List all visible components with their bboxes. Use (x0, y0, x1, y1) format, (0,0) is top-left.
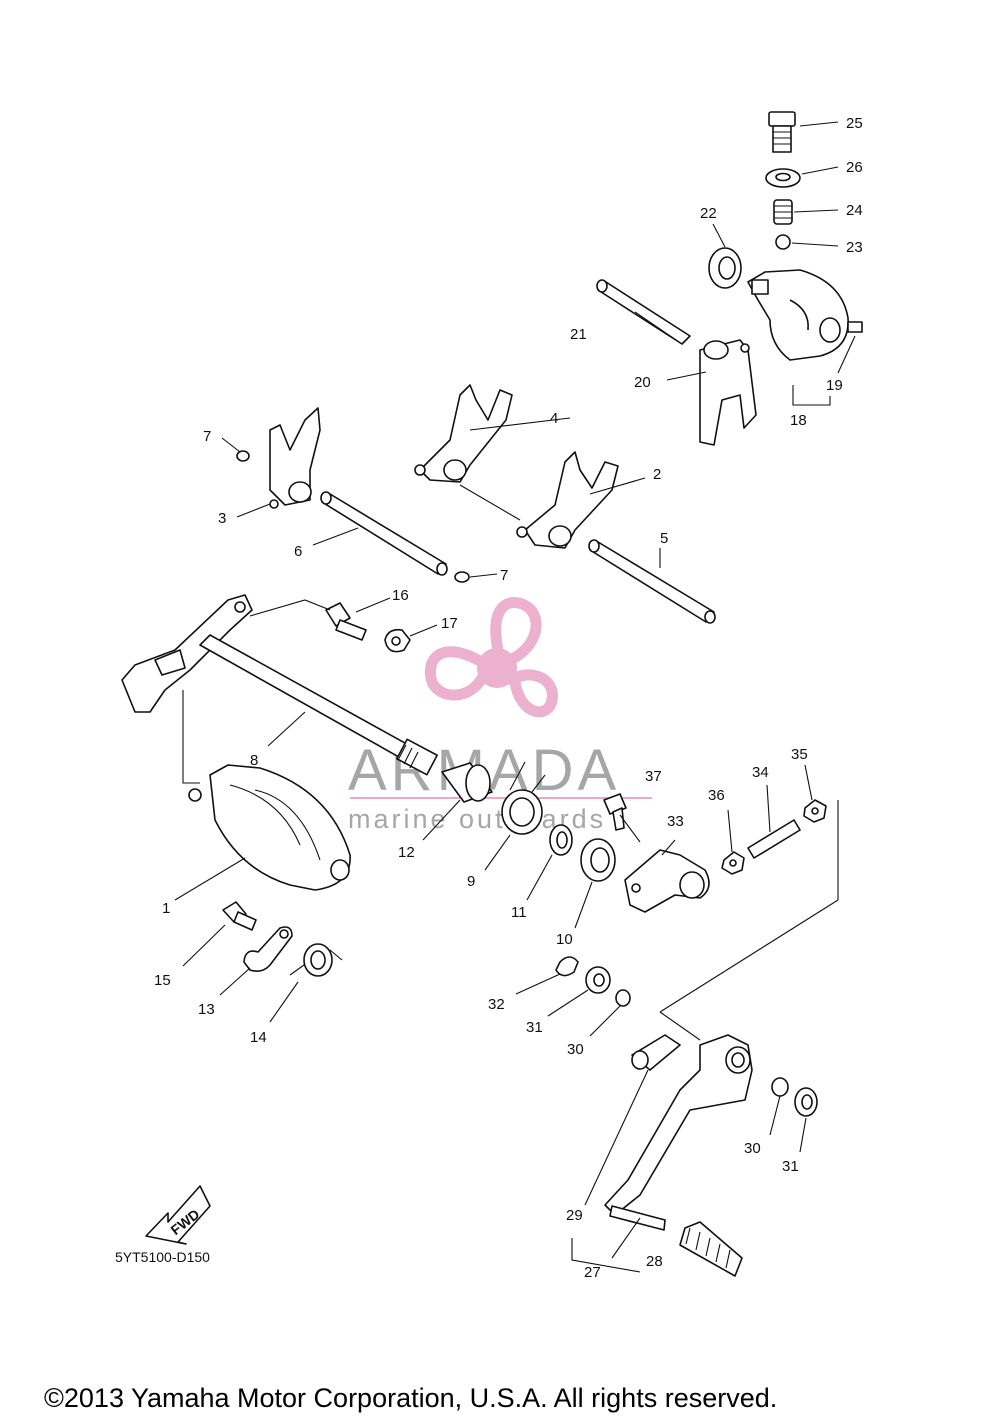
part-5-guide-bar (588, 539, 716, 624)
callout-26: 26 (846, 159, 863, 176)
callout-29: 29 (566, 1207, 583, 1224)
callout-21: 21 (570, 326, 587, 343)
callout-22: 22 (700, 205, 717, 222)
callout-27: 27 (584, 1264, 601, 1281)
part-12-collar (441, 762, 493, 803)
part-18-shift-cam (747, 269, 849, 361)
callout-14: 14 (250, 1029, 267, 1046)
callout-31-lower: 31 (782, 1158, 799, 1175)
part-10-oil-seal (580, 838, 616, 882)
callout-2: 2 (653, 466, 661, 483)
part-33-shift-arm (624, 849, 710, 913)
shift-shaft-plate (121, 594, 253, 713)
part-11-washer (549, 824, 573, 856)
part-35-nut (803, 799, 827, 823)
callout-35: 35 (791, 746, 808, 763)
part-28-pedal-rubber (679, 1221, 743, 1277)
part-26-washer (765, 168, 801, 188)
part-24-spring (773, 199, 793, 225)
callout-37: 37 (645, 768, 662, 785)
diagram-code: 5YT5100-D150 (115, 1249, 210, 1265)
part-15-bolt (222, 901, 257, 931)
callout-9: 9 (467, 873, 475, 890)
callout-33: 33 (667, 813, 684, 830)
part-21-guide-bar (596, 279, 691, 345)
callout-31-upper: 31 (526, 1019, 543, 1036)
callout-10: 10 (556, 931, 573, 948)
callout-24: 24 (846, 202, 863, 219)
callout-19: 19 (826, 377, 843, 394)
part-23-ball (775, 234, 791, 250)
callout-30-lower: 30 (744, 1140, 761, 1157)
watermark-propeller-logo (424, 597, 558, 718)
copyright-notice: ©2013 Yamaha Motor Corporation, U.S.A. A… (44, 1383, 777, 1413)
part-31-washer-lower (794, 1087, 818, 1117)
callout-7-lower: 7 (500, 567, 508, 584)
part-16-bolt (325, 602, 367, 641)
callout-1: 1 (162, 900, 170, 917)
part-20-shift-fork (699, 339, 757, 446)
part-30-o-ring-upper (615, 989, 631, 1007)
part-1-shift-drum (188, 764, 351, 891)
callout-28: 28 (646, 1253, 663, 1270)
part-14-spring (289, 943, 343, 977)
assembly-lines (182, 385, 839, 1273)
callout-6: 6 (294, 543, 302, 560)
callout-12: 12 (398, 844, 415, 861)
part-13-stopper-lever (243, 926, 293, 972)
callout-16: 16 (392, 587, 409, 604)
part-17-stopper (384, 628, 411, 653)
callout-17: 17 (441, 615, 458, 632)
callout-30-upper: 30 (567, 1041, 584, 1058)
callout-3: 3 (218, 510, 226, 527)
part-30-o-ring-lower (771, 1077, 789, 1097)
part-3-shift-fork (269, 407, 321, 509)
leader-lines (174, 121, 856, 1259)
part-6-guide-bar (320, 491, 448, 576)
part-31-washer-upper (585, 966, 611, 994)
part-19-pin (847, 321, 863, 333)
callout-15: 15 (154, 972, 171, 989)
part-37-bolt (603, 793, 627, 831)
callout-23: 23 (846, 239, 863, 256)
callout-7-upper: 7 (203, 428, 211, 445)
part-4-shift-fork (414, 384, 513, 483)
callout-5: 5 (660, 530, 668, 547)
callout-25: 25 (846, 115, 863, 132)
callout-34: 34 (752, 764, 769, 781)
fwd-arrow: FWD (145, 1185, 211, 1245)
part-2-shift-fork (516, 451, 619, 549)
part-25-bolt (768, 111, 796, 153)
part-9-torsion-spring (501, 761, 546, 835)
part-8-shift-shaft (199, 634, 438, 776)
callout-4: 4 (550, 410, 558, 427)
part-29-joint (631, 1034, 681, 1071)
callout-labels: 25 26 24 23 22 19 18 21 20 4 2 7 3 6 7 5… (154, 115, 863, 1281)
callout-32: 32 (488, 996, 505, 1013)
callout-18: 18 (790, 412, 807, 429)
part-7-circlip-upper (236, 450, 250, 462)
callout-36: 36 (708, 787, 725, 804)
callout-11: 11 (511, 904, 527, 921)
part-32-circlip (555, 956, 579, 977)
part-27-shift-pedal (604, 1034, 753, 1231)
part-34-rod (747, 819, 801, 859)
callout-13: 13 (198, 1001, 215, 1018)
callout-8: 8 (250, 752, 258, 769)
part-36-nut (721, 851, 745, 875)
part-22-oil-seal (708, 247, 742, 289)
callout-20: 20 (634, 374, 651, 391)
part-7-circlip-lower (454, 571, 470, 583)
